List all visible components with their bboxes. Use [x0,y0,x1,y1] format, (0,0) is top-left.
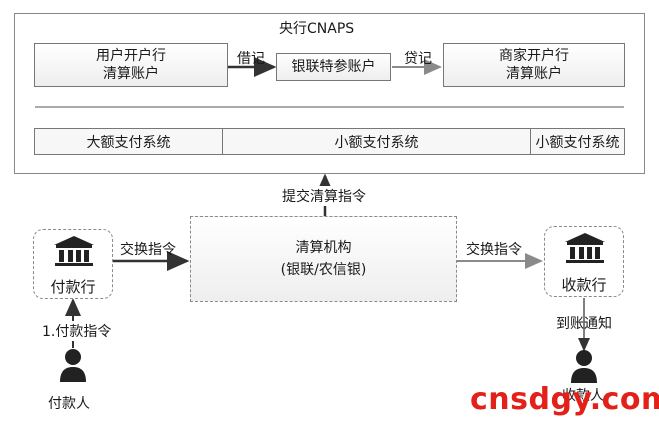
payee-bank: 收款行 [544,226,624,297]
cnaps-title: 央行CNAPS [279,21,355,37]
watermark: cnsdgy.com [470,382,659,417]
payment-systems-row: 大额支付系统 小额支付系统 小额支付系统 [34,128,625,155]
payer-label: 付款人 [48,396,90,412]
person-icon [60,349,86,382]
credit-label: 贷记 [404,51,432,67]
payer-account-line1: 用户开户行 [96,48,166,64]
clearing-detail: (银联/农信银) [280,262,367,278]
merchant-account-line1: 商家开户行 [499,48,569,64]
payee-notice-label: 到账通知 [556,316,612,332]
clearing-institution: 清算机构 (银联/农信银) [190,216,457,302]
payer-account-line2: 清算账户 [103,66,159,82]
person-icon [571,350,597,383]
debit-label: 借记 [237,51,265,67]
payee-bank-label: 收款行 [561,276,607,294]
payee-exchange-label: 交换指令 [466,242,522,258]
payer-bank: 付款行 [33,229,113,299]
payee-label: 收款人 [562,388,604,404]
payer-instruction-label: 1.付款指令 [42,321,112,341]
payer-exchange-label: 交换指令 [120,242,176,258]
system-hvps: 大额支付系统 [35,129,223,154]
bank-icon [565,233,605,263]
system-beps-2: 小额支付系统 [535,134,620,151]
payer-bank-label: 付款行 [50,278,96,296]
clearing-name: 清算机构 [295,240,352,256]
bank-icon [54,236,94,266]
merchant-account-line2: 清算账户 [506,66,562,82]
merchant-settlement-account: 商家开户行 清算账户 [443,43,625,87]
unionpay-special-account: 银联特参账户 [276,53,391,81]
unionpay-account-label: 银联特参账户 [291,59,376,75]
payer-settlement-account: 用户开户行 清算账户 [34,43,228,87]
system-beps: 小额支付系统 [223,129,531,154]
cnaps-panel [14,13,645,174]
submit-clearing-label: 提交清算指令 [282,186,366,206]
